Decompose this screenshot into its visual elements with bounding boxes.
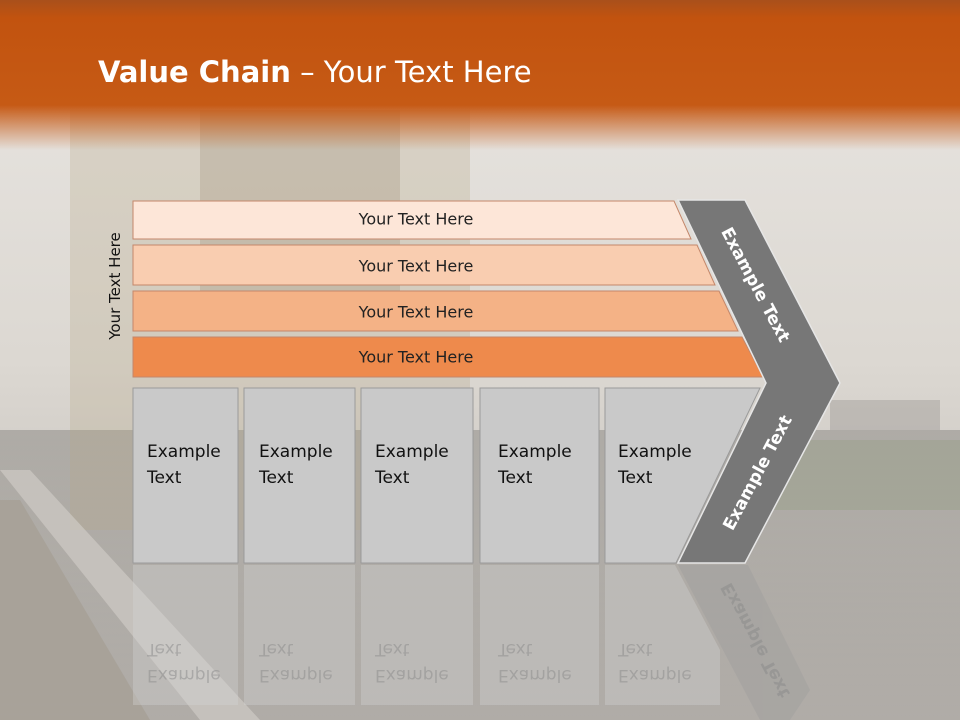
band-2-label: Your Text Here [358, 256, 474, 276]
box-4 [479, 387, 600, 564]
reflection [133, 565, 810, 720]
band-4-label: Your Text Here [358, 347, 474, 367]
box-5 [604, 387, 761, 564]
box-3 [360, 387, 474, 564]
page-title: Value Chain – Your Text Here [98, 55, 532, 89]
band-3 [132, 290, 739, 332]
band-1 [132, 200, 692, 240]
band-3-label: Your Text Here [358, 302, 474, 322]
band-1-label: Your Text Here [358, 209, 474, 229]
box-1 [132, 387, 239, 564]
band-2 [132, 244, 716, 286]
box-2 [243, 387, 356, 564]
side-label: Your Text Here [106, 232, 124, 340]
chevron-arrow [676, 199, 841, 564]
